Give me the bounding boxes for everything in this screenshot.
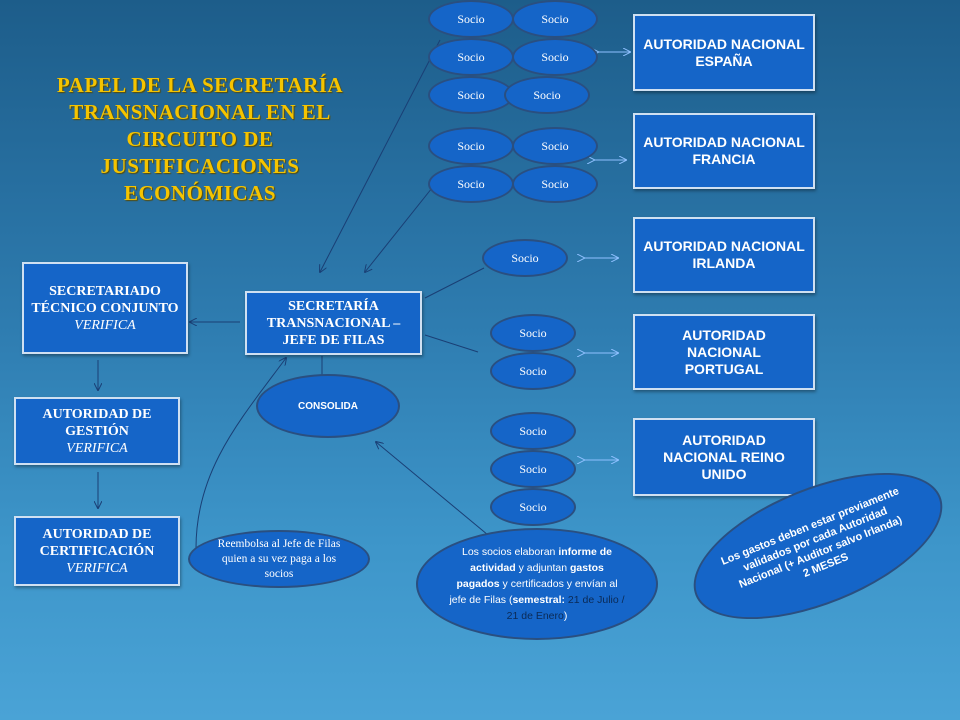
socio-oval[interactable]: Socio [512,38,598,76]
socio-oval[interactable]: Socio [512,165,598,203]
socio-oval[interactable]: Socio [490,352,576,390]
box-label: AUTORIDAD DE CERTIFICACIÓN [39,526,155,559]
socio-oval[interactable]: Socio [504,76,590,114]
box-sub: VERIFICA [66,440,128,456]
oval-consolida[interactable]: CONSOLIDA [256,374,400,438]
line-portugal-to-secretaria [424,334,479,353]
arrow-francia-to-secretaria [365,187,433,272]
socio-oval[interactable]: Socio [490,488,576,526]
box-autoridad-certificacion[interactable]: AUTORIDAD DE CERTIFICACIÓN VERIFICA [14,516,180,586]
socio-oval[interactable]: Socio [428,76,514,114]
box-label: AUTORIDAD NACIONAL FRANCIA [643,134,805,167]
arrow-socios-to-consolida [376,442,489,536]
socio-oval[interactable]: Socio [512,0,598,38]
box-label: AUTORIDAD NACIONAL PORTUGAL [682,326,766,377]
box-autoridad-irlanda[interactable]: AUTORIDAD NACIONAL IRLANDA [633,217,815,293]
box-label: SECRETARÍA TRANSNACIONAL – JEFE DE FILAS [266,298,401,348]
box-label: AUTORIDAD NACIONAL REINO UNIDO [663,431,785,482]
box-autoridad-francia[interactable]: AUTORIDAD NACIONAL FRANCIA [633,113,815,189]
box-autoridad-reino-unido[interactable]: AUTORIDAD NACIONAL REINO UNIDO [633,418,815,496]
box-sub: VERIFICA [74,317,136,333]
box-label: AUTORIDAD NACIONAL ESPAÑA [643,35,805,69]
socio-oval[interactable]: Socio [490,412,576,450]
box-secretaria-transnacional[interactable]: SECRETARÍA TRANSNACIONAL – JEFE DE FILAS [245,291,422,355]
socio-oval[interactable]: Socio [512,127,598,165]
socio-oval[interactable]: Socio [490,314,576,352]
box-autoridad-gestion[interactable]: AUTORIDAD DE GESTIÓN VERIFICA [14,397,180,465]
box-label: SECRETARIADO TÉCNICO CONJUNTO [31,283,179,316]
box-label: AUTORIDAD NACIONAL IRLANDA [643,238,805,271]
line-irlanda-to-secretaria [424,267,485,299]
note-text: Reembolsa al Jefe de Filas quien a su ve… [217,537,341,580]
box-label: AUTORIDAD DE GESTIÓN [42,406,152,439]
box-autoridad-espana[interactable]: AUTORIDAD NACIONAL ESPAÑA [633,14,815,91]
socio-oval[interactable]: Socio [428,38,514,76]
box-secretariado-tecnico[interactable]: SECRETARIADO TÉCNICO CONJUNTO VERIFICA [22,262,188,354]
socio-oval[interactable]: Socio [428,0,514,38]
arrow-espana-to-secretaria [320,39,441,272]
note-reembolsa: Reembolsa al Jefe de Filas quien a su ve… [188,530,370,588]
box-autoridad-portugal[interactable]: AUTORIDAD NACIONAL PORTUGAL [633,314,815,390]
page-title: PAPEL DE LA SECRETARÍA TRANSNACIONAL EN … [56,73,344,205]
socio-oval[interactable]: Socio [428,127,514,165]
box-sub: VERIFICA [66,560,128,576]
arrow-reembolsa-to-consolida [195,358,286,549]
socio-oval[interactable]: Socio [490,450,576,488]
oval-label: CONSOLIDA [298,400,358,412]
note-socios-elaboran: Los socios elaboran informe de actividad… [416,528,658,640]
double-arrows [584,52,630,460]
note-text: Los socios elaboran informe de actividad… [449,546,625,622]
socio-oval[interactable]: Socio [482,239,568,277]
socio-oval[interactable]: Socio [428,165,514,203]
